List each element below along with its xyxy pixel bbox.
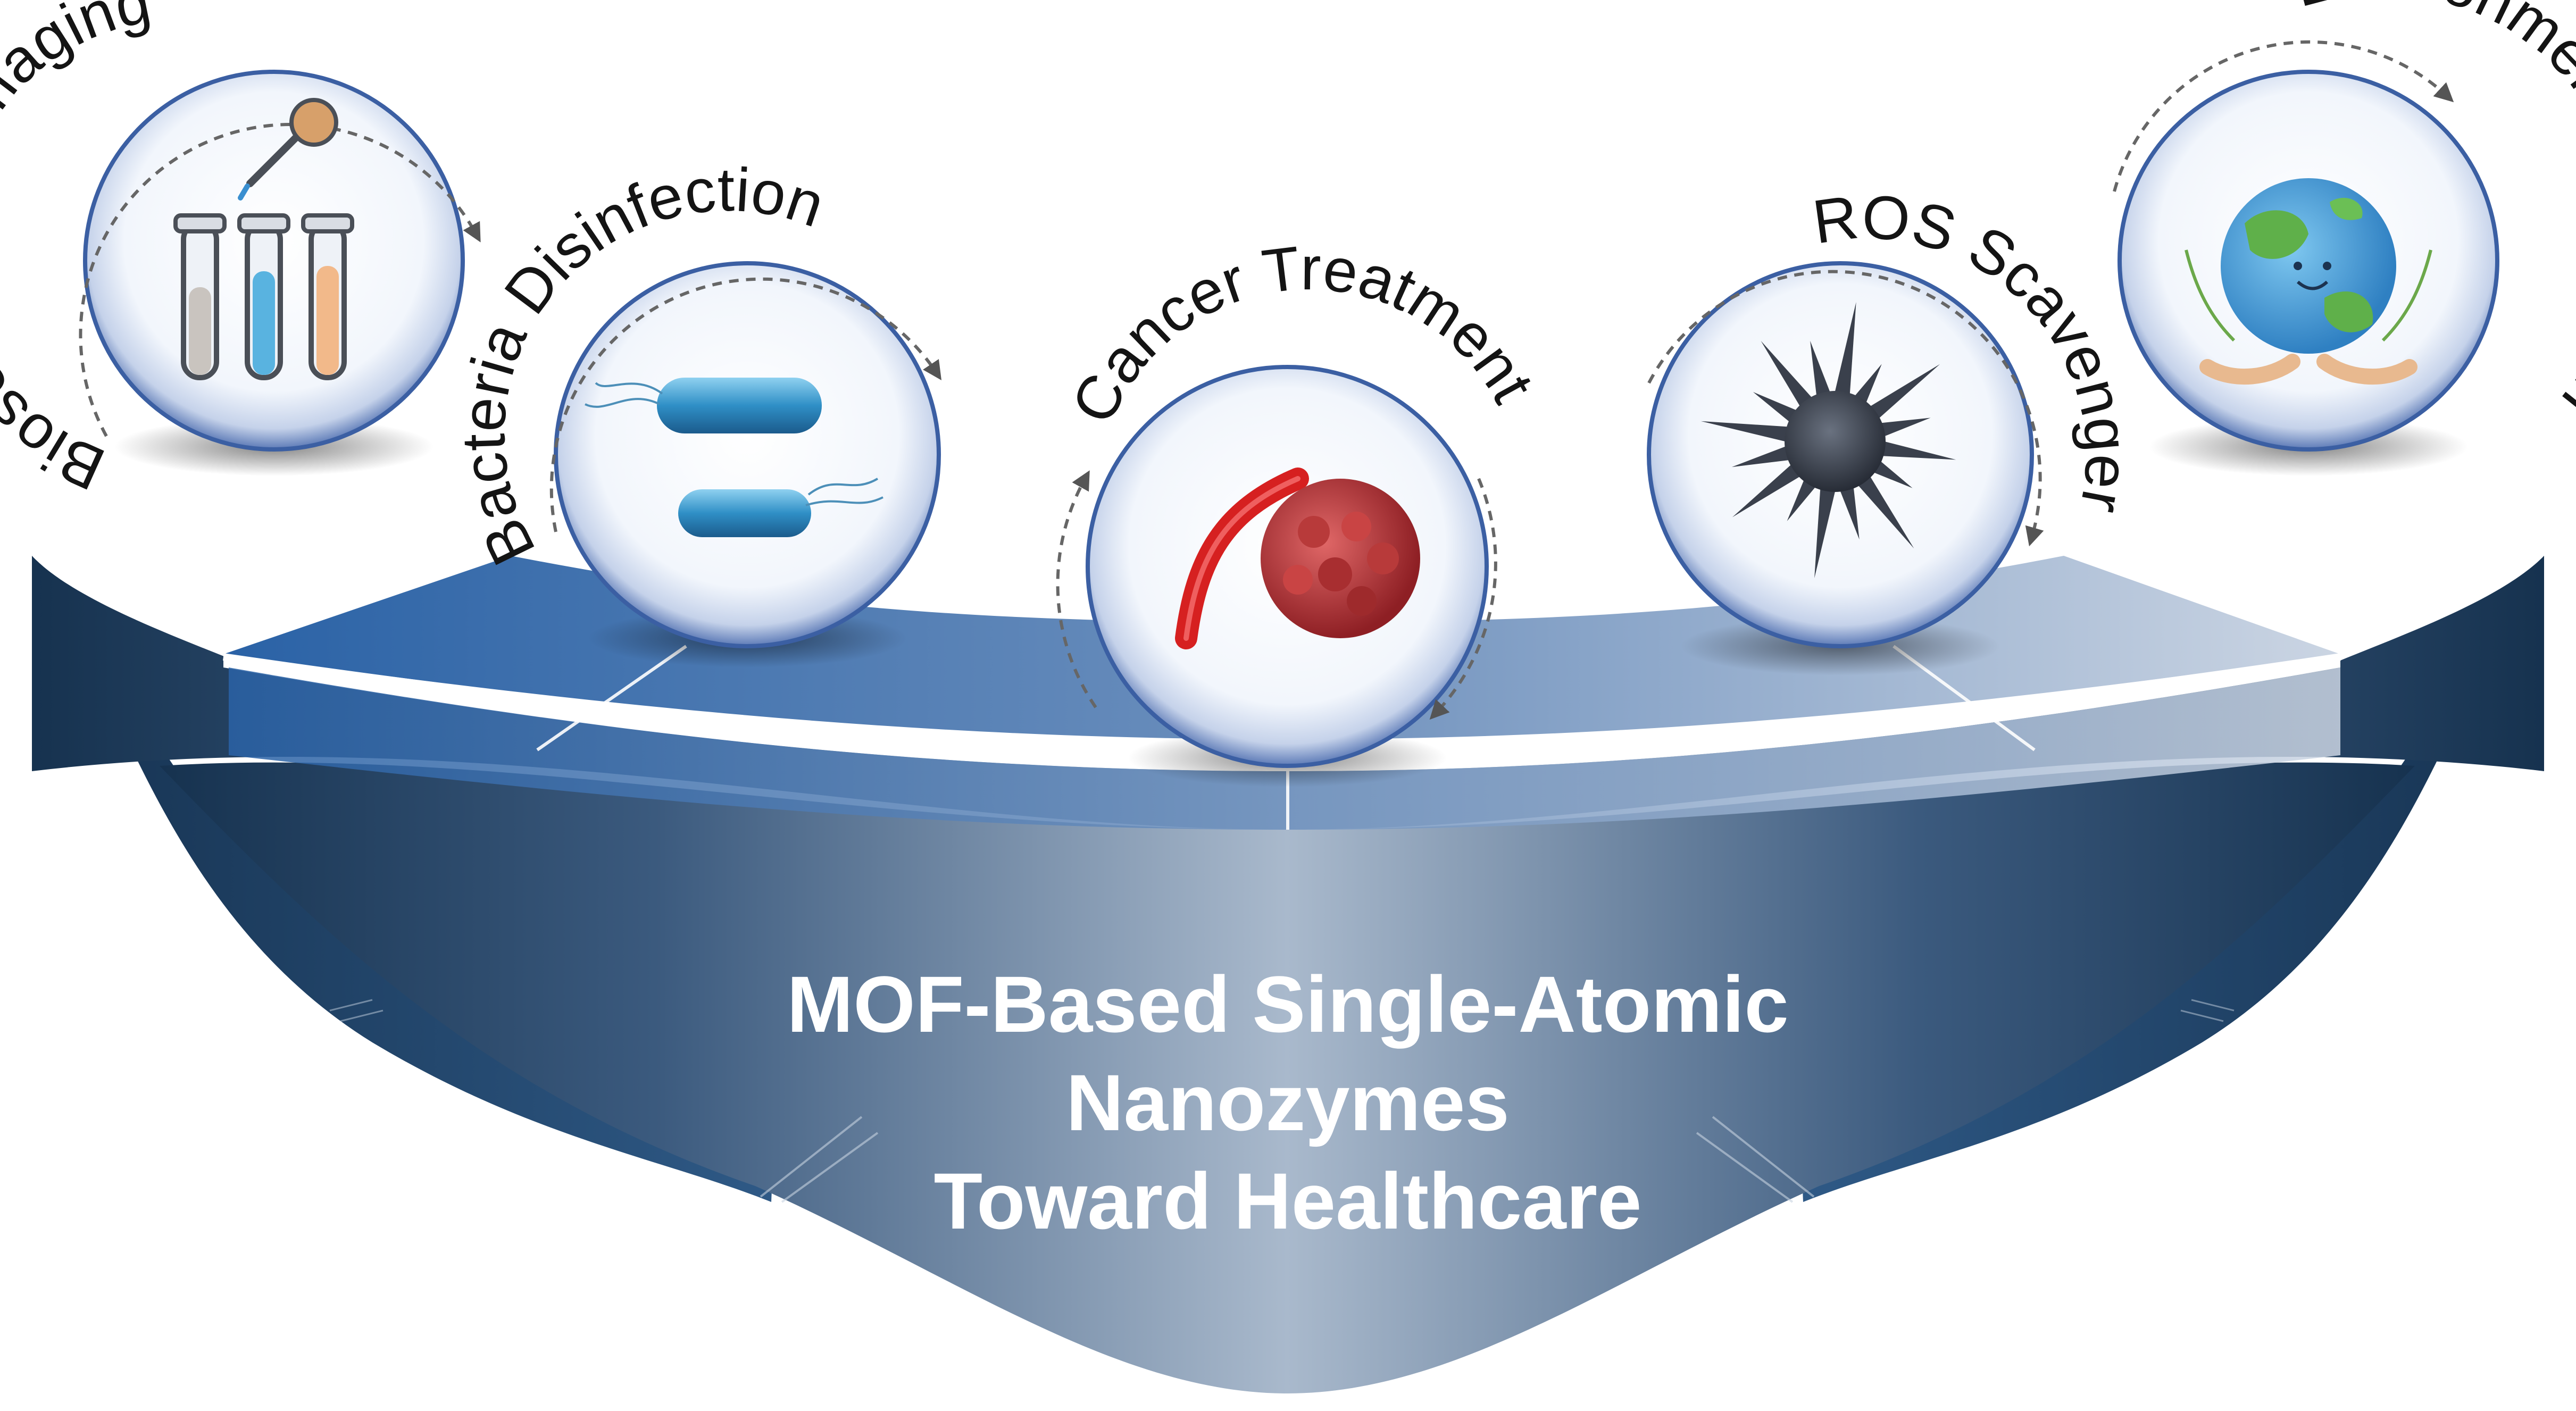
platform-front	[229, 667, 2340, 830]
application-ros: ROS Scavenger	[1647, 181, 2143, 675]
nanoparticle-spike	[1814, 477, 1838, 579]
bacteria-icon	[585, 378, 883, 537]
bowl-body	[160, 762, 2415, 1393]
nanoparticle-spike	[1870, 438, 1956, 460]
application-biosensor: Biosensor/Bioimaging	[0, 0, 481, 504]
nanoparticle-spike	[1731, 442, 1801, 467]
sphere	[554, 261, 941, 648]
nanoparticle-spike	[1761, 340, 1820, 417]
test-tubes-dropper-icon	[173, 98, 354, 380]
title-line-1: MOF-Based Single-Atomic	[787, 959, 1789, 1049]
application-bacteria: Bacteria Disinfection	[448, 155, 942, 667]
earth-in-hands-icon	[2185, 178, 2432, 385]
nanoparticle-spike	[1732, 456, 1811, 517]
nanoparticle-spike	[1850, 466, 1914, 549]
nanoparticle-spike	[1700, 421, 1800, 445]
title-line-2: Nanozymes	[1066, 1058, 1510, 1147]
application-environment: Environment Protection	[2113, 0, 2576, 476]
tumor-cell-icon	[1175, 467, 1420, 649]
title-line-3: Toward Healthcare	[934, 1156, 1642, 1246]
nanoparticle-spike	[1810, 340, 1835, 407]
nanoparticle-spike	[1860, 364, 1940, 427]
nanoparticle-spike	[1832, 302, 1856, 406]
title-block: MOF-Based Single-Atomic Nanozymes Toward…	[787, 959, 1789, 1246]
spiky-nanoparticle-icon	[1700, 302, 1956, 579]
